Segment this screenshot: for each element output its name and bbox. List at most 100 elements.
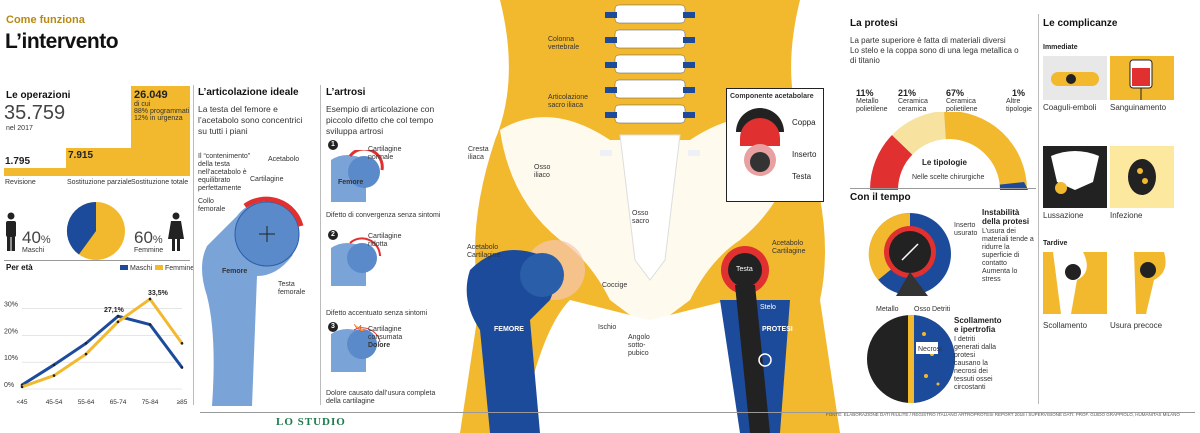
label-cartilagine: Cartilagine xyxy=(250,176,284,183)
data-point xyxy=(116,320,120,324)
complication-infezione: Infezione xyxy=(1110,211,1143,220)
female-icon xyxy=(168,212,184,251)
arthrosis-heading: L’artrosi xyxy=(326,87,366,98)
inserto-usurato: Inserto usurato xyxy=(954,222,978,237)
label-testa-femorale: Testa femorale xyxy=(278,281,306,296)
anatomy-testa: Testa xyxy=(736,266,753,273)
label-collo: Collo femorale xyxy=(198,198,226,213)
anatomy-osso-iliaco: Osso iliaco xyxy=(534,164,551,179)
y-tick-label: 10% xyxy=(4,355,18,362)
step-2-number: 2 xyxy=(328,230,338,240)
step-2-joint xyxy=(331,237,381,286)
x-tick-label: <45 xyxy=(16,399,27,406)
scoll-title: Scollamento e ipertrofia xyxy=(954,316,1002,334)
type-ceramica-polietilene-label: Ceramica polietilene xyxy=(946,98,978,113)
componente-testa: Testa xyxy=(792,172,812,181)
complication-scollamento-img xyxy=(1043,252,1107,314)
gauge-title: Le tipologie xyxy=(922,158,967,167)
complication-usura: Usura precoce xyxy=(1110,321,1163,330)
step-1-joint xyxy=(331,150,384,202)
label-femore: Femore xyxy=(222,268,248,275)
complication-scollamento: Scollamento xyxy=(1043,321,1088,330)
step-1-number: 1 xyxy=(328,140,338,150)
ideal-desc: La testa del femore e l’acetabolo sono c… xyxy=(198,104,303,136)
age-chart-divider xyxy=(4,260,190,261)
anatomy-ischio: Ischio xyxy=(598,324,617,331)
bar-label-totale: Sostituzione totale xyxy=(131,179,189,186)
anatomy-art-sacro: Articolazione sacro iliaca xyxy=(548,94,589,109)
callout-33: 33,5% xyxy=(148,290,169,297)
prosthesis-desc-2: Lo stelo e la coppa sono di una lega met… xyxy=(850,46,1019,65)
anatomy-acetabolo-l: Acetabolo xyxy=(467,244,499,251)
series-line-femmine xyxy=(21,296,184,389)
componente-coppa: Coppa xyxy=(792,118,816,127)
scoll-desc: I detriti generati dalla protesi causano… xyxy=(954,336,997,391)
gauge-sub: Nelle scelte chirurgiche xyxy=(912,174,985,181)
complication-infezione-img xyxy=(1110,146,1174,208)
anatomy-cresta: Cresta iliaca xyxy=(468,146,489,161)
type-ceramica-ceramica-pct: 21% xyxy=(898,88,917,98)
bar-value-revisione: 1.795 xyxy=(5,156,31,167)
step-2-caption: Difetto accentuato senza sintomi xyxy=(326,310,428,317)
complications-late: Tardive xyxy=(1043,240,1068,247)
data-point xyxy=(180,342,184,345)
anatomy-coccige: Coccige xyxy=(602,282,628,289)
type-metallo-label: Metallo polietilene xyxy=(856,98,888,113)
bar-value-parziale: 7.915 xyxy=(68,150,94,161)
anatomy-acetabolo-r: Acetabolo xyxy=(772,240,804,247)
complication-usura-img xyxy=(1110,252,1174,314)
anatomy-cartilagine-l: Cartilagine xyxy=(467,252,501,259)
data-point xyxy=(148,297,152,301)
complication-lussazione: Lussazione xyxy=(1043,211,1084,220)
ideal-note: Il “contenimento” della testa nell’aceta… xyxy=(198,153,251,192)
female-label: Femmine xyxy=(134,247,164,254)
step-1-label: Cartilagine normale xyxy=(368,146,402,161)
time-divider xyxy=(850,188,1036,189)
operations-big-number: 26.049 xyxy=(134,89,168,101)
bar-label-parziale: Sostituzione parziale xyxy=(67,179,132,186)
callout-27: 27,1% xyxy=(104,307,125,314)
header-kicker: Come funziona xyxy=(6,14,85,26)
y-tick-label: 20% xyxy=(4,328,18,335)
data-point xyxy=(116,314,120,318)
type-altre-pct: 1% xyxy=(1012,88,1026,98)
x-tick-label: 45-54 xyxy=(46,399,63,406)
prosthesis-desc-1: La parte superiore è fatta di materiali … xyxy=(850,36,1006,45)
data-point xyxy=(20,385,24,389)
step-2-label: Cartilagine ridotta xyxy=(368,233,402,248)
age-chart-heading: Per età xyxy=(6,263,33,272)
x-tick-label: 75-84 xyxy=(142,399,159,406)
operations-big-note-3: 12% in urgenza xyxy=(134,115,183,122)
male-label: Maschi xyxy=(22,247,45,254)
time-heading: Con il tempo xyxy=(850,192,911,203)
anatomy-colonna: Colonna vertebrale xyxy=(548,36,580,51)
step-3-number: 3 xyxy=(328,322,338,332)
bar-revisione xyxy=(4,168,66,176)
label-necrosi: Necrosi xyxy=(918,346,942,353)
step-3-caption: Dolore causato dall’usura completa della… xyxy=(326,390,436,405)
page-title: L’intervento xyxy=(5,30,119,53)
componente-illustration xyxy=(736,108,784,176)
ideal-heading: L’articolazione ideale xyxy=(198,87,299,98)
data-point xyxy=(52,374,56,377)
label-detriti: Detriti xyxy=(932,306,951,313)
anatomy-osso-sacro: Osso sacro xyxy=(632,210,650,225)
step-3-extra: Dolore xyxy=(368,342,391,349)
instab-desc: L’usura dei materiali tende a ridurre la… xyxy=(982,228,1034,283)
componente-inserto: Inserto xyxy=(792,150,817,159)
legend-maschi: Maschi xyxy=(120,265,152,273)
y-tick-label: 0% xyxy=(4,382,14,389)
complication-sanguinamento: Sanguinamento xyxy=(1110,103,1167,112)
step-1-caption: Difetto di convergenza senza sintomi xyxy=(326,212,441,219)
data-point xyxy=(180,366,184,369)
complication-lussazione-img xyxy=(1043,146,1107,208)
complication-coaguli: Coaguli-emboli xyxy=(1043,103,1097,112)
type-metallo-pct: 11% xyxy=(856,88,874,98)
data-point xyxy=(52,363,56,367)
data-point xyxy=(84,352,88,356)
female-percent: 60% xyxy=(134,228,163,247)
instab-title: Instabilità della protesi xyxy=(982,208,1030,226)
prosthesis-heading: La protesi xyxy=(850,18,898,29)
x-tick-label: ≥85 xyxy=(177,399,188,406)
